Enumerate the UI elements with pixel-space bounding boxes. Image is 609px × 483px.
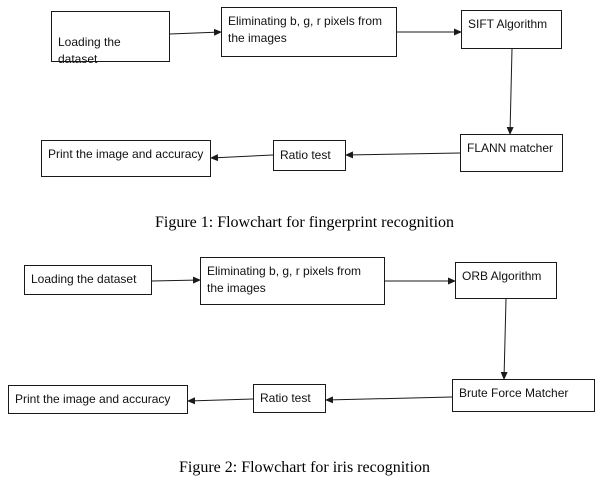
fig2-node-print: Print the image and accuracy (8, 385, 188, 414)
fig2-node-eliminate-label: Eliminating b, g, r pixels from the imag… (207, 264, 362, 295)
fig1-node-load: Loading the dataset (51, 11, 170, 66)
fig1-node-eliminate-label: Eliminating b, g, r pixels from the imag… (228, 14, 383, 45)
fig1-node-algorithm-label: SIFT Algorithm (468, 17, 548, 31)
fig1-node-ratio-label: Ratio test (280, 148, 331, 162)
fig2-arrow-matcher-to-ratio (325, 396, 453, 404)
fig1-arrow-load-to-eliminate (169, 28, 222, 36)
fig2-node-ratio: Ratio test (253, 384, 326, 413)
fig1-arrow-ratio-to-print (210, 154, 274, 162)
fig1-arrow-matcher-to-ratio (345, 151, 461, 159)
fig2-node-algorithm-label: ORB Algorithm (462, 269, 542, 283)
fig1-node-print-label: Print the image and accuracy (48, 147, 204, 161)
fig2-node-algorithm: ORB Algorithm (455, 262, 557, 299)
fig1-node-load-label: Loading the dataset (58, 35, 121, 66)
fig2-node-eliminate: Eliminating b, g, r pixels from the imag… (200, 257, 385, 305)
fig2-node-print-label: Print the image and accuracy (15, 392, 171, 406)
fig2-node-load: Loading the dataset (24, 265, 152, 295)
fig1-node-matcher: FLANN matcher (460, 134, 563, 172)
fig2-arrow-load-to-eliminate (151, 276, 201, 284)
fig2-node-load-label: Loading the dataset (31, 272, 137, 286)
fig2-arrow-algorithm-to-matcher (500, 298, 508, 380)
fig2-node-matcher-label: Brute Force Matcher (459, 386, 569, 400)
fig1-node-ratio: Ratio test (273, 140, 346, 171)
fig1-node-algorithm: SIFT Algorithm (461, 10, 562, 49)
fig2-node-matcher: Brute Force Matcher (452, 379, 595, 412)
fig1-node-eliminate: Eliminating b, g, r pixels from the imag… (221, 7, 397, 57)
fig1-node-matcher-label: FLANN matcher (467, 141, 554, 155)
fig1-arrow-algorithm-to-matcher (506, 48, 514, 135)
fig2-caption: Figure 2: Flowchart for iris recognition (178, 459, 431, 476)
fig1-node-print: Print the image and accuracy (41, 140, 211, 177)
fig2-node-ratio-label: Ratio test (260, 391, 311, 405)
fig2-arrow-ratio-to-print (187, 397, 254, 405)
fig1-caption: Figure 1: Flowchart for fingerprint reco… (154, 214, 455, 231)
